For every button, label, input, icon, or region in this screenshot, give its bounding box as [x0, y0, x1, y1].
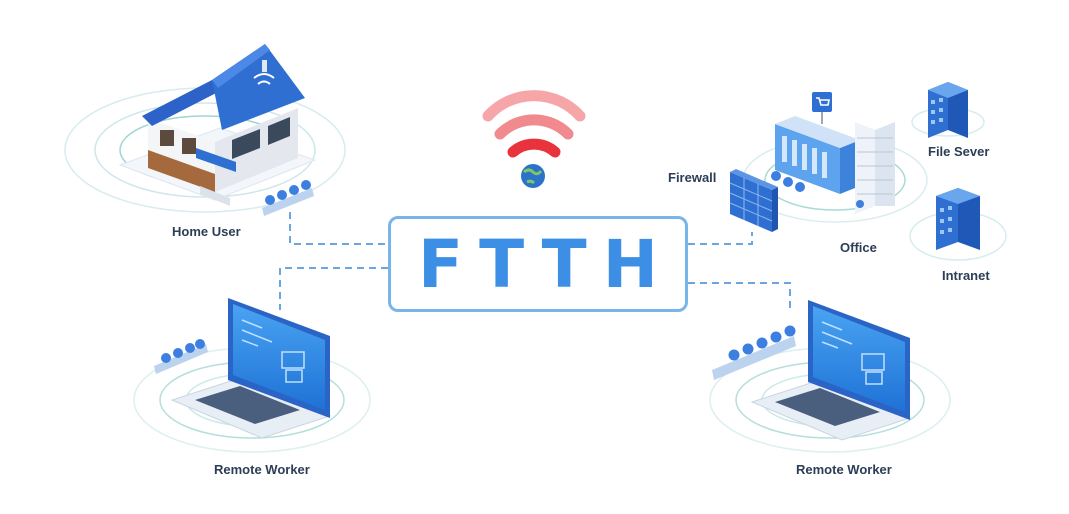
label-remote-worker-right: Remote Worker [796, 462, 892, 477]
tree-icon [154, 339, 208, 374]
home-scene [64, 44, 346, 216]
label-file-server: File Sever [928, 144, 990, 159]
remote-worker-right-scene [709, 300, 951, 453]
tree-icon [712, 325, 796, 380]
label-office: Office [840, 240, 877, 255]
label-firewall: Firewall [668, 170, 717, 185]
connector-remote-right [688, 282, 791, 310]
ftth-label: FTTH [418, 225, 674, 303]
house-icon [118, 44, 317, 206]
connector-remote-left [279, 267, 388, 310]
laptop-icon [750, 300, 912, 441]
connector-office [688, 232, 753, 245]
laptop-icon [170, 298, 332, 439]
label-home-user: Home User [172, 224, 241, 239]
connector-lines [279, 212, 791, 310]
office-building-icon [775, 92, 895, 214]
server-icon [909, 188, 1007, 261]
signal-ring [94, 102, 316, 198]
tree-icon [771, 171, 864, 208]
tree-icon [262, 180, 314, 216]
firewall-icon [729, 169, 778, 232]
remote-worker-left-scene [133, 298, 371, 453]
wifi-icon [482, 90, 586, 158]
office-scene [742, 92, 928, 223]
server-icon [911, 82, 985, 138]
ftth-hub-box: FTTH [388, 216, 688, 312]
globe-icon [521, 164, 545, 188]
label-remote-worker-left: Remote Worker [214, 462, 310, 477]
connector-home [289, 212, 388, 245]
label-intranet: Intranet [942, 268, 990, 283]
